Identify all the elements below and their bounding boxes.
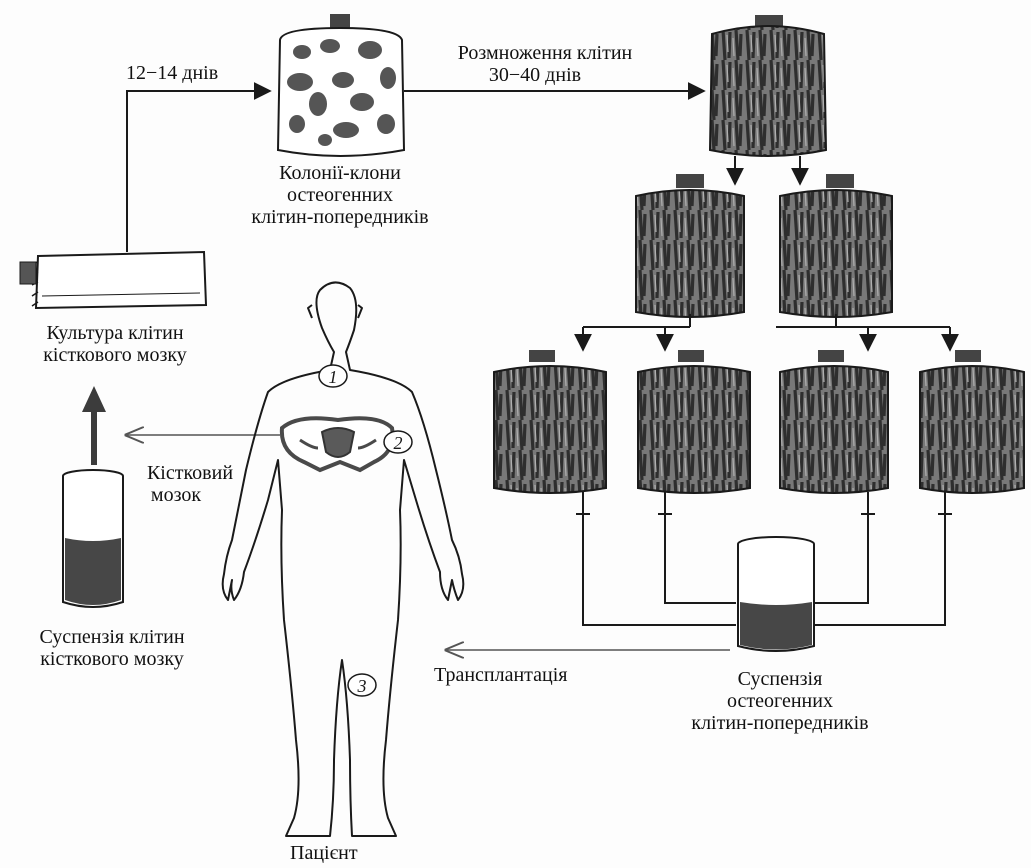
label-patient: Пацієнт bbox=[290, 842, 358, 864]
label-bone-marrow-line2: мозок bbox=[96, 484, 256, 506]
label-multiply: Розмноження клітин 30−40 днів bbox=[414, 42, 676, 86]
label-marrow-suspension-line2: кісткового мозку bbox=[8, 648, 216, 670]
label-colonies-line2: остеогенних bbox=[242, 184, 438, 206]
site-marker-1-label: 1 bbox=[329, 367, 338, 387]
osteogenic-suspension-tube bbox=[738, 537, 814, 651]
label-transplantation: Трансплантація bbox=[434, 664, 568, 686]
site-marker-3: 3 bbox=[348, 674, 376, 696]
label-marrow-suspension-line1: Суспензія клітин bbox=[8, 626, 216, 648]
label-bone-marrow: Кістковий мозок bbox=[124, 462, 256, 506]
label-culture-line1: Культура клітин bbox=[10, 322, 220, 344]
culture-bottle-l2-2 bbox=[638, 350, 750, 493]
label-colonies-line1: Колонії-клони bbox=[242, 162, 438, 184]
label-patient-text: Пацієнт bbox=[290, 842, 358, 864]
culture-flask bbox=[20, 252, 206, 308]
culture-bottle-l1-left bbox=[636, 174, 744, 317]
patient-figure bbox=[223, 282, 464, 836]
split-arrows-level1 bbox=[735, 156, 800, 184]
site-marker-2-label: 2 bbox=[394, 433, 403, 453]
site-marker-3-label: 3 bbox=[357, 676, 367, 696]
culture-bottle-l2-1 bbox=[494, 350, 606, 493]
label-colonies: Колонії-клони остеогенних клітин-поперед… bbox=[242, 162, 438, 228]
label-colonies-line3: клітин-попередників bbox=[242, 206, 438, 228]
label-days-12-14: 12−14 днів bbox=[126, 62, 218, 84]
split-arrows-level2 bbox=[583, 314, 950, 350]
colonies-bottle bbox=[278, 14, 404, 156]
label-culture: Культура клітин кісткового мозку bbox=[10, 322, 220, 366]
label-multiply-line2: 30−40 днів bbox=[414, 64, 676, 86]
label-multiply-line1: Розмноження клітин bbox=[414, 42, 676, 64]
pelvis bbox=[282, 418, 393, 470]
label-bone-marrow-line1: Кістковий bbox=[124, 462, 256, 484]
culture-bottle-l2-3 bbox=[780, 350, 888, 493]
label-days-12-14-text: 12−14 днів bbox=[126, 62, 218, 84]
site-marker-2: 2 bbox=[384, 431, 412, 453]
arrow-suspension-to-culture bbox=[82, 386, 106, 465]
label-culture-line2: кісткового мозку bbox=[10, 344, 220, 366]
label-osteo-suspension-line2: остеогенних bbox=[650, 690, 910, 712]
culture-bottle-l1-right bbox=[780, 174, 892, 317]
label-osteo-suspension-line1: Суспензія bbox=[650, 668, 910, 690]
label-transplantation-text: Трансплантація bbox=[434, 664, 568, 686]
site-marker-1: 1 bbox=[319, 365, 347, 387]
culture-bottle-l2-4 bbox=[920, 350, 1024, 493]
culture-bottle-top bbox=[710, 15, 826, 156]
label-osteo-suspension-line3: клітин-попередників bbox=[650, 712, 910, 734]
label-marrow-suspension: Суспензія клітин кісткового мозку bbox=[8, 626, 216, 670]
label-osteo-suspension: Суспензія остеогенних клітин-попередникі… bbox=[650, 668, 910, 734]
